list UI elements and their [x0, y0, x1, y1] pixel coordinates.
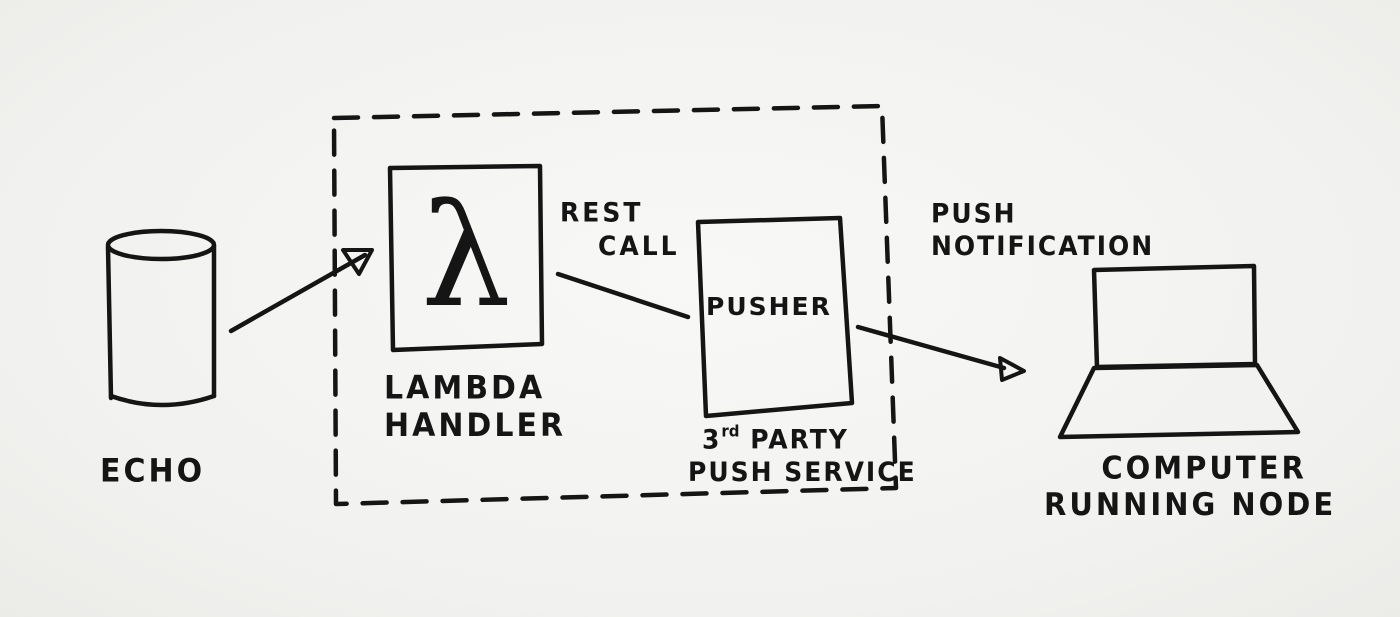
push-notification-label: PUSH NOTIFICATION — [931, 198, 1154, 262]
rest-call-line-2: CALL — [598, 230, 680, 262]
push-notification-line-1: PUSH — [931, 197, 1017, 229]
rest-call-line-1: REST — [560, 196, 644, 228]
computer-caption-line-1: COMPUTER — [1101, 449, 1307, 486]
pusher-caption-line-2: PUSH SERVICE — [688, 455, 917, 487]
echo-label: ECHO — [100, 452, 206, 491]
lambda-icon: λ — [421, 174, 511, 339]
echo-to-lambda-arrow — [228, 248, 374, 334]
dashed-boundary — [331, 103, 899, 507]
computer-laptop-icon — [1057, 263, 1301, 440]
rest-call-label: REST CALL — [560, 196, 680, 264]
pusher-box — [695, 215, 855, 419]
computer-caption-line-2: RUNNING NODE — [1044, 486, 1337, 523]
lambda-box — [387, 163, 545, 353]
rest-call-line — [555, 271, 691, 320]
pusher-caption-line-1: 3rd PARTY — [702, 421, 849, 455]
echo-cylinder-icon — [105, 228, 217, 408]
pusher-label: PUSHER — [706, 292, 832, 321]
push-notification-line-2: NOTIFICATION — [931, 229, 1155, 261]
pusher-service-caption: 3rd PARTY PUSH SERVICE — [688, 421, 917, 488]
computer-caption: COMPUTER RUNNING NODE — [1044, 449, 1336, 523]
lambda-caption-line-2: HANDLER — [384, 407, 567, 446]
push-notification-arrow — [855, 324, 1026, 382]
lambda-caption-line-1: LAMBDA — [384, 369, 546, 407]
lambda-handler-caption: LAMBDA HANDLER — [384, 369, 566, 445]
